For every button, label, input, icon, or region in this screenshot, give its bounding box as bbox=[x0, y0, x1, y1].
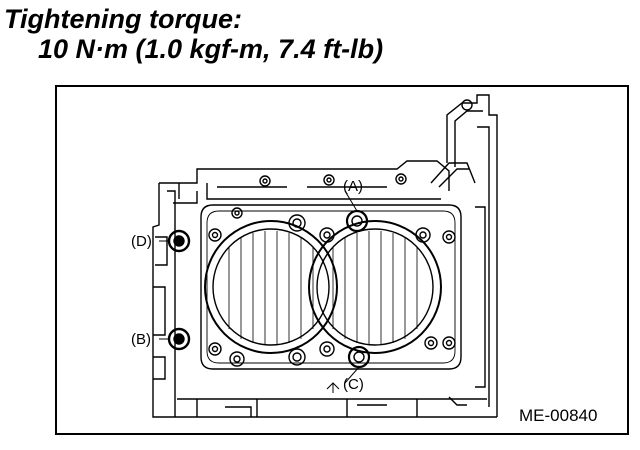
callout-d: (D) bbox=[131, 233, 152, 250]
deck-inner-edge bbox=[206, 210, 456, 364]
deck-surface bbox=[200, 204, 462, 370]
engine-block-diagram: (A) (D) (B) (C) ME-00840 bbox=[55, 85, 629, 435]
cylinder-block-drawing: (A) (D) (B) (C) ME-00840 bbox=[131, 94, 597, 425]
block-rear-wall bbox=[430, 94, 498, 417]
callout-c: (C) bbox=[343, 376, 364, 393]
side-bolts bbox=[167, 229, 191, 351]
figure-code: ME-00840 bbox=[519, 406, 597, 425]
block-outline bbox=[152, 160, 497, 418]
torque-value: 10 N·m (1.0 kgf-m, 7.4 ft-lb) bbox=[38, 34, 384, 64]
left-cylinder-bore bbox=[204, 220, 338, 354]
right-cylinder-bore bbox=[308, 220, 442, 354]
callout-b: (B) bbox=[131, 331, 151, 348]
callout-a: (A) bbox=[343, 178, 363, 195]
torque-title: Tightening torque: bbox=[4, 4, 242, 34]
callout-leaders bbox=[159, 190, 360, 384]
torque-heading: Tightening torque: 10 N·m (1.0 kgf-m, 7.… bbox=[4, 4, 383, 64]
top-rail-bolts bbox=[231, 173, 407, 219]
oil-passage-mark bbox=[326, 382, 340, 393]
